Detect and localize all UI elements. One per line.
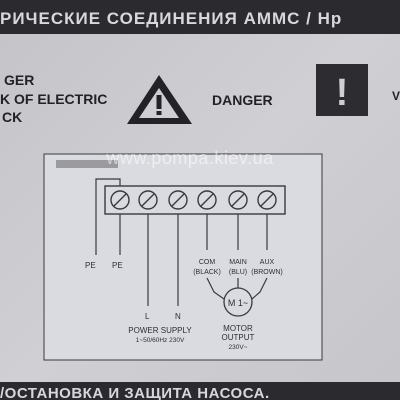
terminal-screw-icon <box>138 190 158 210</box>
header-band: РИЧЕСКИЕ СОЕДИНЕНИЯ AMMC / Hp <box>0 0 400 34</box>
ground-label-2: PE <box>112 261 123 270</box>
wiring-diagram: PE PE L N COM (BLACK) MAIN (BLU) AUX (BR… <box>43 148 323 361</box>
terminal-block <box>104 185 286 215</box>
terminal-screw-icon <box>110 190 130 210</box>
warning-text-line-2: K OF ELECTRIC <box>0 91 107 107</box>
power-supply-label: POWER SUPPLY <box>128 326 192 335</box>
supply-wires <box>147 214 179 306</box>
danger-label: DANGER <box>212 92 273 108</box>
terminal-screw-icon <box>257 190 277 210</box>
warning-strip: GER K OF ELECTRIC CK DANGER ! V <box>0 64 400 125</box>
footer-text: /ОСТАНОВКА И ЗАЩИТА НАСОСА. <box>0 385 270 400</box>
terminal-screw-icon <box>168 190 188 210</box>
warning-text-line-3: CK <box>2 109 22 125</box>
motor-wires <box>206 214 268 300</box>
terminal-screw-icon <box>197 190 217 210</box>
wire-color-aux: (BROWN) <box>251 269 283 276</box>
diagram-header-bar <box>56 160 118 168</box>
wire-label-com: COM <box>199 259 216 266</box>
wire-label-aux: AUX <box>260 259 275 266</box>
right-edge-fragment: V <box>392 89 400 103</box>
ground-wires <box>95 178 121 255</box>
watermark: www.pompa.kiev.ua <box>105 148 274 168</box>
motor-symbol-text: M 1~ <box>228 298 248 308</box>
motor-output-label-2: OUTPUT <box>222 333 255 342</box>
warning-triangle-icon <box>127 75 192 124</box>
warning-text-line-1: GER <box>4 72 34 88</box>
motor-output-spec: 230V~ <box>229 344 248 351</box>
notice-exclamation-icon: ! <box>336 72 349 114</box>
header-title: РИЧЕСКИЕ СОЕДИНЕНИЯ AMMC / Hp <box>0 9 342 28</box>
power-supply-spec: 1~50/60Hz 230V <box>136 337 185 344</box>
motor-symbol-icon: M 1~ <box>223 287 253 317</box>
notice-box: ! <box>316 64 368 116</box>
wire-color-com: (BLACK) <box>193 269 221 276</box>
motor-output-label-1: MOTOR <box>223 324 253 333</box>
wire-color-main: (BLU) <box>229 269 247 276</box>
ground-label-1: PE <box>85 261 96 270</box>
terminal-screw-icon <box>228 190 248 210</box>
supply-terminal-n: N <box>175 312 181 321</box>
wire-label-main: MAIN <box>229 259 247 266</box>
footer-band: /ОСТАНОВКА И ЗАЩИТА НАСОСА. <box>0 382 400 400</box>
supply-terminal-l: L <box>145 312 150 321</box>
